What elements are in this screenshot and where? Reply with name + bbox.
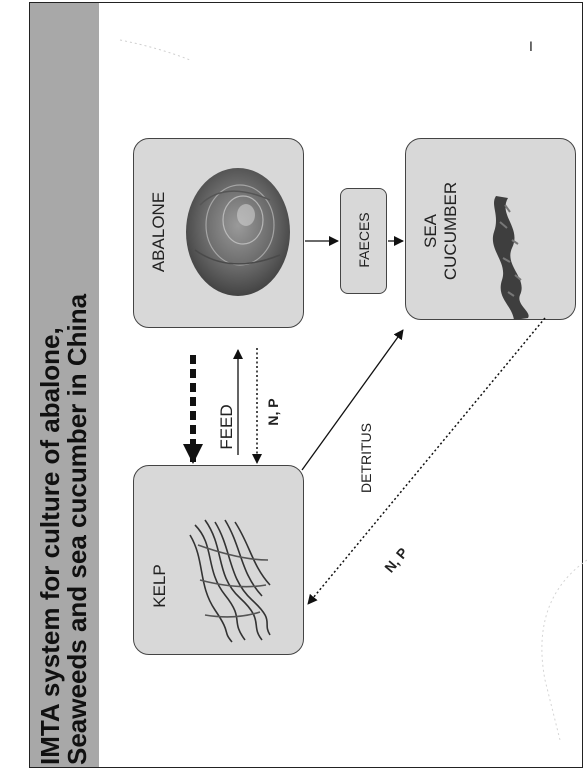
arrow-detritus xyxy=(301,329,404,471)
sea-cucumber-label: SEA CUCUMBER xyxy=(421,181,460,281)
kelp-icon xyxy=(189,519,271,643)
slide-frame xyxy=(29,2,583,768)
faeces-label: FAECES xyxy=(356,212,372,268)
detritus-label: DETRITUS xyxy=(358,423,374,493)
title-band xyxy=(29,2,99,768)
sea-cucumber-icon xyxy=(492,196,529,320)
kelp-label: KELP xyxy=(150,564,169,608)
feed-label: FEED xyxy=(217,404,236,450)
abalone-label: ABALONE xyxy=(149,191,168,273)
kelp-box xyxy=(133,465,304,655)
np-top-label: N, P xyxy=(265,398,281,426)
sea-cucumber-box xyxy=(405,138,576,320)
decorative-arc xyxy=(119,39,191,61)
faeces-box xyxy=(340,188,387,294)
page-mark: I xyxy=(529,38,533,54)
abalone-icon xyxy=(186,168,290,296)
arrow-np-bottom xyxy=(307,317,546,605)
decorative-arc xyxy=(541,559,587,741)
